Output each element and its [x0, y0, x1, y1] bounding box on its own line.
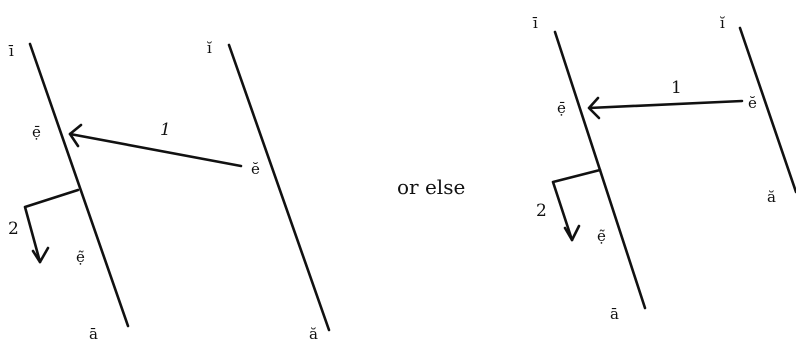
- left-arrow-2: [23, 188, 80, 264]
- right-label-e-short: ĕ: [748, 94, 757, 112]
- left-diagram: ī ẹ̄ ẹ̃ ā ĭ ĕ ă 1 2: [8, 39, 331, 343]
- right-arrow-1-head: [587, 96, 601, 120]
- left-label-i-long: ī: [8, 42, 14, 60]
- left-arrow-2-head: [31, 246, 50, 264]
- right-arrow-1: [587, 99, 744, 110]
- right-label-a-long: ā: [610, 305, 619, 323]
- right-label-a-short: ă: [767, 188, 776, 206]
- left-label-e-tilde: ẹ̃: [76, 248, 85, 266]
- right-arrow-2-head: [563, 224, 581, 242]
- or-else-text: or else: [397, 175, 465, 199]
- right-label-e-tilde: ẹ̃: [597, 227, 606, 245]
- right-label-i-long: ī: [532, 14, 538, 32]
- left-arrow-2-label: 2: [8, 219, 19, 239]
- left-arrow-1-label: 1: [160, 120, 171, 140]
- right-arrow-2-label: 2: [536, 201, 547, 221]
- left-arrow-1: [68, 132, 243, 168]
- left-label-e-short: ĕ: [251, 160, 260, 178]
- left-label-i-short: ĭ: [207, 39, 212, 57]
- left-label-e-close: ẹ̄: [32, 123, 41, 141]
- right-arrow-2: [551, 168, 602, 242]
- right-back-vowel-line: [738, 26, 796, 194]
- right-label-e-close: ẹ̄: [557, 99, 566, 117]
- left-label-a-long: ā: [89, 325, 98, 343]
- left-label-a-short: ă: [309, 325, 318, 343]
- right-label-i-short: ĭ: [720, 14, 725, 32]
- right-diagram: ī ẹ̄ ẹ̃ ā ĭ ĕ ă 1 2: [532, 14, 796, 323]
- left-front-vowel-line: [28, 42, 130, 328]
- right-arrow-1-label: 1: [671, 78, 682, 98]
- left-arrow-1-head: [68, 123, 83, 148]
- left-back-vowel-line: [227, 43, 331, 332]
